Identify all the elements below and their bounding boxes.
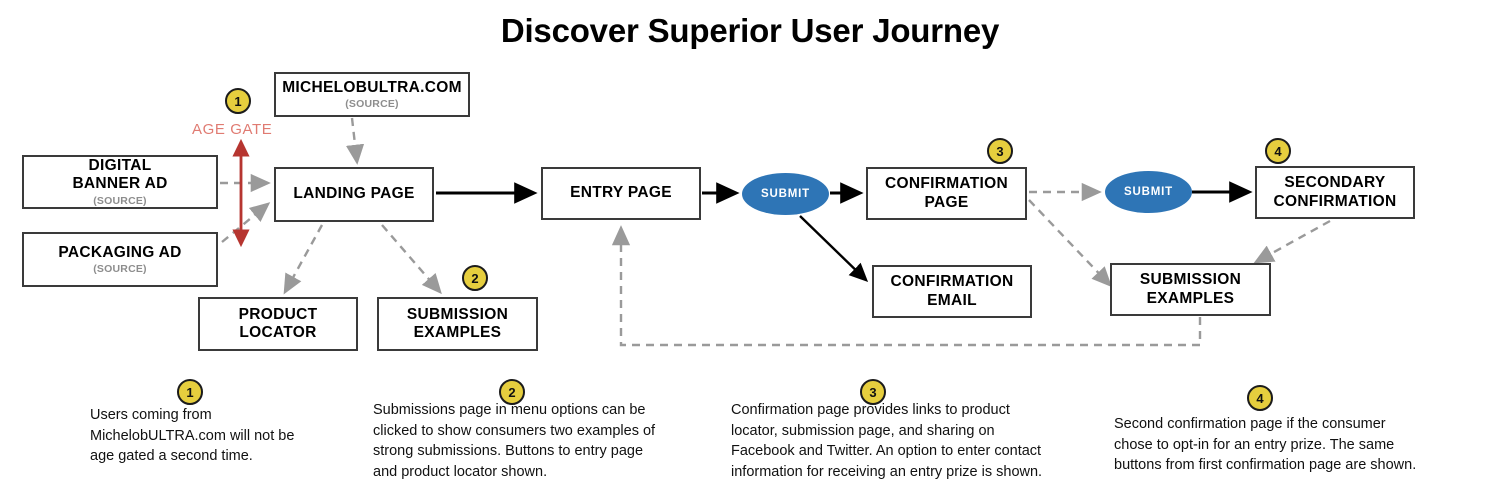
node-title-line1: SECONDARY — [1284, 174, 1386, 192]
node-title-line1: SUBMISSION — [406, 305, 509, 323]
node-confirmation-email[interactable]: CONFIRMATION EMAIL — [872, 265, 1032, 318]
node-title-line2: LOCATOR — [239, 324, 317, 341]
node-subtitle: (SOURCE) — [93, 194, 147, 207]
footnote-line: strong submissions. Buttons to entry pag… — [373, 443, 644, 460]
diagram-badge-3: 3 — [987, 138, 1013, 164]
node-packaging-ad[interactable]: PACKAGING AD (SOURCE) — [22, 232, 218, 287]
node-confirmation-page[interactable]: CONFIRMATION PAGE — [866, 167, 1027, 220]
footnote-line: locator, submission page, and sharing on — [731, 422, 995, 439]
node-subtitle: (SOURCE) — [93, 262, 147, 275]
node-title-line2: PAGE — [924, 193, 969, 211]
node-submission-examples-right[interactable]: SUBMISSION EXAMPLES — [1110, 263, 1271, 316]
footnote-text-2: Submissions page in menu options can be … — [373, 400, 703, 482]
node-submission-examples-left[interactable]: SUBMISSION EXAMPLES — [377, 297, 538, 351]
diagram-badge-1: 1 — [225, 88, 251, 114]
node-title: PACKAGING AD — [58, 243, 182, 261]
node-title-line1: CONFIRMATION — [890, 273, 1014, 291]
node-title-line1: PRODUCT — [238, 305, 318, 323]
footnote-line: Users coming from — [90, 407, 212, 423]
node-title-line1: CONFIRMATION — [885, 175, 1008, 193]
node-subtitle: (SOURCE) — [345, 97, 399, 110]
footnote-text-4: Second confirmation page if the consumer… — [1114, 414, 1464, 476]
node-title-line1: DIGITAL — [88, 157, 152, 175]
footnote-line: Facebook and Twitter. An option to enter… — [731, 443, 1042, 460]
submit-label: SUBMIT — [761, 188, 810, 200]
node-secondary-confirmation[interactable]: SECONDARY CONFIRMATION — [1255, 166, 1415, 219]
page-title: Discover Superior User Journey — [500, 12, 1000, 49]
footnote-text-3: Confirmation page provides links to prod… — [731, 400, 1091, 482]
node-title-line2: BANNER AD — [72, 175, 168, 193]
age-gate-label: AGE GATE — [192, 121, 273, 138]
node-submit-2[interactable]: SUBMIT — [1105, 171, 1192, 213]
footnote-line: age gated a second time. — [90, 448, 253, 465]
node-michelobultra[interactable]: MICHELOBULTRA.COM (SOURCE) — [274, 72, 470, 117]
diagram-badge-4: 4 — [1265, 138, 1291, 164]
diagram-badge-2: 2 — [462, 265, 488, 291]
footnote-line: and product locator shown. — [373, 463, 548, 480]
node-title-line2: EXAMPLES — [1146, 289, 1235, 307]
node-title: ENTRY PAGE — [570, 184, 672, 202]
node-title-line1: SUBMISSION — [1139, 271, 1242, 289]
footnote-text-1: Users coming from MichelobULTRA.com will… — [90, 405, 360, 467]
node-title: LANDING PAGE — [293, 185, 415, 203]
node-submit-1[interactable]: SUBMIT — [742, 173, 829, 215]
node-product-locator[interactable]: PRODUCT LOCATOR — [198, 297, 358, 351]
node-entry-page[interactable]: ENTRY PAGE — [541, 167, 701, 220]
footnote-line: Submissions page in menu options can be — [373, 402, 646, 418]
footnote-badge-2: 2 — [499, 379, 525, 405]
footnote-line: MichelobULTRA.com will not be — [90, 427, 295, 444]
footnote-line: buttons from first confirmation page are… — [1114, 457, 1417, 474]
footnote-badge-4: 4 — [1247, 385, 1273, 411]
node-title-line2: EXAMPLES — [413, 324, 502, 341]
footnote-line: Second confirmation page if the consumer — [1114, 416, 1386, 432]
node-landing-page[interactable]: LANDING PAGE — [274, 167, 434, 222]
node-digital-banner-ad[interactable]: DIGITAL BANNER AD (SOURCE) — [22, 155, 218, 209]
node-title-line2: EMAIL — [927, 291, 977, 309]
footnote-line: Confirmation page provides links to prod… — [731, 402, 1010, 418]
footnote-line: clicked to show consumers two examples o… — [373, 422, 656, 439]
footnote-line: chose to opt-in for an entry prize. The … — [1114, 436, 1395, 453]
node-title-line2: CONFIRMATION — [1273, 192, 1397, 210]
submit-label: SUBMIT — [1124, 186, 1173, 198]
footnote-line: information for receiving an entry prize… — [731, 463, 1043, 480]
footnote-badge-1: 1 — [177, 379, 203, 405]
node-title: MICHELOBULTRA.COM — [282, 78, 462, 96]
footnote-badge-3: 3 — [860, 379, 886, 405]
